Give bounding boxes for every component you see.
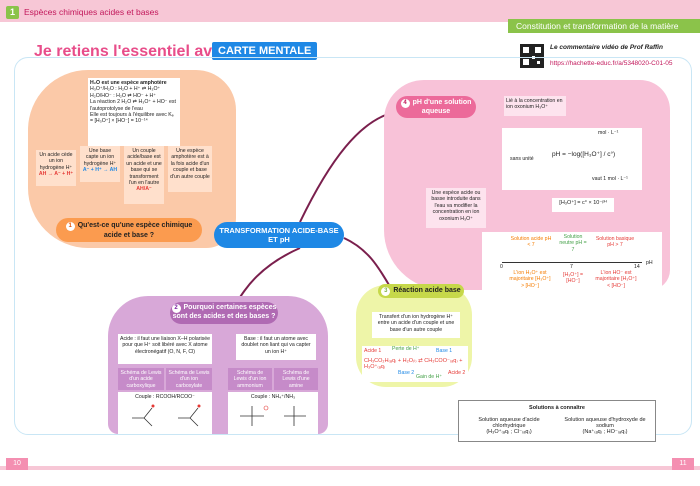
node4-text: pH d'une solution aqueuse bbox=[412, 99, 472, 115]
solution-hcl-formula: (H₃O⁺₍ₐq₎ ; Cl⁻₍ₐq₎) bbox=[486, 429, 532, 435]
node4-number: 4 bbox=[400, 99, 410, 108]
ph-scale-box: Solution acide pH < 7 Solution neutre pH… bbox=[482, 232, 662, 290]
base2-label: Base 2 bbox=[398, 370, 415, 376]
base1-label: Base 1 bbox=[436, 348, 453, 354]
water-line-4: Elle est toujours à l'équilibre avec Kₑ … bbox=[90, 112, 174, 125]
loss-label: Perte de H⁺ bbox=[392, 346, 420, 352]
node3-number: 3 bbox=[381, 287, 391, 296]
ph-concentration-box: Lié à la concentration en ion oxonium H₃… bbox=[504, 96, 566, 116]
acid-text: Un acide cède un ion hydrogène H⁺ bbox=[39, 152, 73, 171]
water-line-1: H₃O⁺/H₂O : H₂O + H⁺ ⇄ H₃O⁺ bbox=[90, 86, 161, 93]
acid-definition-box: Un acide cède un ion hydrogène H⁺ AH → A… bbox=[36, 150, 76, 186]
basic-solution-label: Solution basique pH > 7 bbox=[595, 236, 635, 249]
solution-naoh-name: Solution aqueuse d'hydroxyde de sodium bbox=[564, 417, 646, 429]
node3-text: Réaction acide base bbox=[393, 287, 461, 294]
axis-tick-14: 14 bbox=[634, 264, 640, 270]
solutions-title: Solutions à connaître bbox=[529, 405, 585, 411]
couple-carboxyl: Couple : RCOOH/RCOO⁻ bbox=[135, 394, 195, 400]
lewis-carboxyl-area: Couple : RCOOH/RCOO⁻ bbox=[118, 392, 212, 434]
node1-number: 1 bbox=[65, 222, 75, 231]
region-basic: L'ion HO⁻ est majoritaire [H₃O⁺] < [HO⁻] bbox=[595, 270, 637, 289]
couple-ammonium: Couple : NH₄⁺/NH₃ bbox=[250, 394, 296, 400]
base-equation: A⁻ + H⁺ → AH bbox=[82, 167, 118, 174]
base-text: Une base capte un ion hydrogène H⁺ bbox=[83, 148, 117, 167]
reaction-equation: CH₃CO₂H₍ₐq₎ + H₂O₍ₗ₎ ⇄ CH₃COO⁻₍ₐq₎ + H₃O… bbox=[364, 358, 463, 371]
amphoteric-definition-box: Une espèce amphotère est à la fois acide… bbox=[168, 146, 212, 192]
acid-equation: AH → A⁻ + H⁺ bbox=[38, 171, 74, 178]
solution-naoh: Solution aqueuse d'hydroxyde de sodium (… bbox=[563, 417, 647, 435]
solution-naoh-formula: (Na⁺₍ₐq₎ ; HO⁻₍ₐq₎) bbox=[582, 429, 628, 435]
inverse-formula: [H₃O⁺] = c° × 10⁻ᵖᴴ bbox=[552, 198, 614, 212]
axis-label: pH bbox=[646, 260, 653, 266]
acid1-label: Acide 1 bbox=[364, 348, 382, 354]
carte-mentale-badge: CARTE MENTALE bbox=[212, 42, 318, 60]
region-acid: L'ion H₃O⁺ est majoritaire [H₃O⁺] > [HO⁻… bbox=[509, 270, 551, 289]
video-caption: Le commentaire vidéo de Prof Raffin bbox=[550, 44, 663, 51]
base-definition-box: Une base capte un ion hydrogène H⁺ A⁻ + … bbox=[80, 146, 120, 182]
node1-text: Qu'est-ce qu'une espèce chimique acide e… bbox=[77, 222, 193, 239]
page-number-left: 10 bbox=[6, 458, 28, 470]
video-block[interactable]: Le commentaire vidéo de Prof Raffin http… bbox=[520, 44, 678, 70]
solution-hcl-name: Solution aqueuse d'acide chlorhydrique bbox=[478, 417, 540, 429]
mind-map-frame bbox=[14, 57, 692, 435]
section-label: Constitution et transformation de la mat… bbox=[508, 19, 700, 33]
ph-formula: pH = −log([H₃O⁺] / c°) bbox=[552, 151, 616, 158]
chapter-number-badge: 1 bbox=[6, 6, 19, 19]
node3-definition: Transfert d'un ion hydrogène H⁺ entre un… bbox=[372, 312, 460, 338]
base-condition-box: Base : il faut un atome avec doublet non… bbox=[236, 334, 316, 360]
water-title: H₂O est une espèce amphotère bbox=[90, 80, 167, 86]
couple-equation: AH/A⁻ bbox=[136, 186, 152, 193]
schema-carboxylate: Schéma de Lewis d'un ion carboxylate bbox=[166, 368, 212, 390]
acid-condition-box: Acide : il faut une liaison X–H polarisé… bbox=[118, 334, 212, 364]
water-amphoteric-box: H₂O est une espèce amphotère H₃O⁺/H₂O : … bbox=[88, 78, 180, 146]
couple-text: Un couple acide/base est un acide et une… bbox=[126, 148, 162, 187]
lewis-carboxyl-diagram bbox=[132, 404, 201, 427]
lewis-amine-diagram bbox=[240, 406, 306, 427]
neutral-solution-label: Solution neutre pH = 7 bbox=[559, 234, 587, 253]
acid2-label: Acide 2 bbox=[448, 370, 466, 376]
schema-acid-carboxylic: Schéma de Lewis d'un acide carboxylique bbox=[118, 368, 164, 390]
amphoteric-text: Une espèce amphotère est à la fois acide… bbox=[170, 148, 210, 180]
bottom-bar bbox=[0, 466, 700, 470]
axis-tick-7: 7 bbox=[570, 264, 573, 270]
chapter-title: Espèces chimiques acides et bases bbox=[24, 7, 159, 17]
central-topic[interactable]: TRANSFORMATION ACIDE-BASE ET pH bbox=[214, 222, 344, 248]
acid-solution-label: Solution acide pH < 7 bbox=[510, 236, 552, 249]
schema-ammonium: Schéma de Lewis d'un ion ammonium bbox=[228, 368, 272, 390]
solution-hcl: Solution aqueuse d'acide chlorhydrique (… bbox=[469, 417, 549, 435]
gain-label: Gain de H⁺ bbox=[416, 374, 443, 380]
top-bar bbox=[0, 0, 700, 22]
ph-formula-box: mol · L⁻¹ sans unité pH = −log([H₃O⁺] / … bbox=[502, 128, 642, 190]
page-number-right: 11 bbox=[672, 458, 694, 470]
node2-number: 2 bbox=[171, 304, 181, 313]
strong-species-box: Une espèce acide ou basse introduite dan… bbox=[426, 188, 486, 228]
node2-text: Pourquoi certaines espèces sont des acid… bbox=[172, 304, 277, 320]
solutions-box: Solutions à connaître Solution aqueuse d… bbox=[458, 400, 656, 442]
region-neutral: [H₃O⁺] = [HO⁻] bbox=[563, 272, 583, 285]
schema-amine: Schéma de Lewis d'une amine bbox=[274, 368, 318, 390]
water-line-3: La réaction 2 H₂O ⇄ H₃O⁺ + HO⁻ est l'aut… bbox=[90, 99, 176, 112]
unitless-label: sans unité bbox=[510, 156, 534, 162]
unit-mol: mol · L⁻¹ bbox=[598, 130, 619, 136]
reaction-equation-box: Acide 1 Perte de H⁺ Base 1 CH₃CO₂H₍ₐq₎ +… bbox=[362, 346, 468, 382]
ph-axis bbox=[502, 262, 642, 263]
lewis-amine-area: Couple : NH₄⁺/NH₃ bbox=[228, 392, 318, 434]
water-line-2: H₂O/HO⁻ : H₂O ⇄ HO⁻ + H⁺ bbox=[90, 92, 157, 99]
video-link[interactable]: https://hachette-educ.fr/a/5348020-C01-0… bbox=[550, 60, 673, 67]
qr-code-icon[interactable] bbox=[520, 44, 544, 68]
couple-definition-box: Un couple acide/base est un acide et une… bbox=[124, 146, 164, 204]
page-title: Je retiens l'essentiel avec la bbox=[34, 43, 248, 60]
standard-concentration: vaut 1 mol · L⁻¹ bbox=[592, 176, 628, 182]
axis-tick-0: 0 bbox=[500, 264, 503, 270]
